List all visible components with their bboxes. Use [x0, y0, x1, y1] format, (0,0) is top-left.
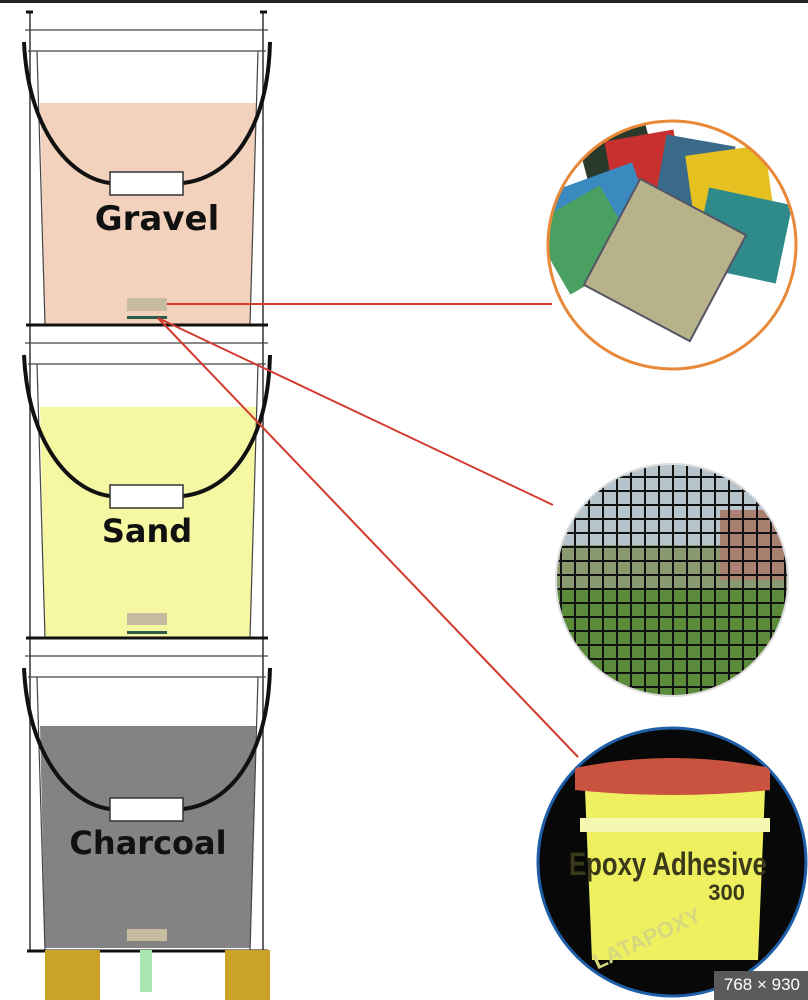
epoxy-callout-image: Epoxy Adhesive 300 LATAPOXY — [536, 726, 808, 998]
image-size-badge: 768 × 930 — [713, 971, 808, 1000]
layer-label-gravel: Gravel — [95, 199, 220, 239]
water-drip — [140, 950, 152, 992]
tiles-callout-image — [546, 119, 798, 371]
bucket-charcoal: Charcoal — [22, 636, 272, 953]
bucket-gravel: Gravel — [22, 10, 272, 327]
support-leg-left — [45, 950, 100, 1000]
epoxy-number: 300 — [708, 880, 745, 905]
tile-layer — [127, 298, 167, 311]
layer-label-sand: Sand — [102, 512, 192, 550]
top-border — [0, 0, 808, 3]
callout-line-mesh — [157, 317, 554, 506]
mesh-callout-image — [555, 463, 789, 697]
mesh-layer — [127, 316, 167, 319]
support-leg-right — [225, 950, 270, 1000]
layer-label-charcoal: Charcoal — [69, 824, 226, 862]
bucket-sand: Sand — [22, 323, 272, 640]
epoxy-title: Epoxy Adhesive — [569, 848, 767, 883]
callout-line-epoxy — [157, 317, 579, 758]
